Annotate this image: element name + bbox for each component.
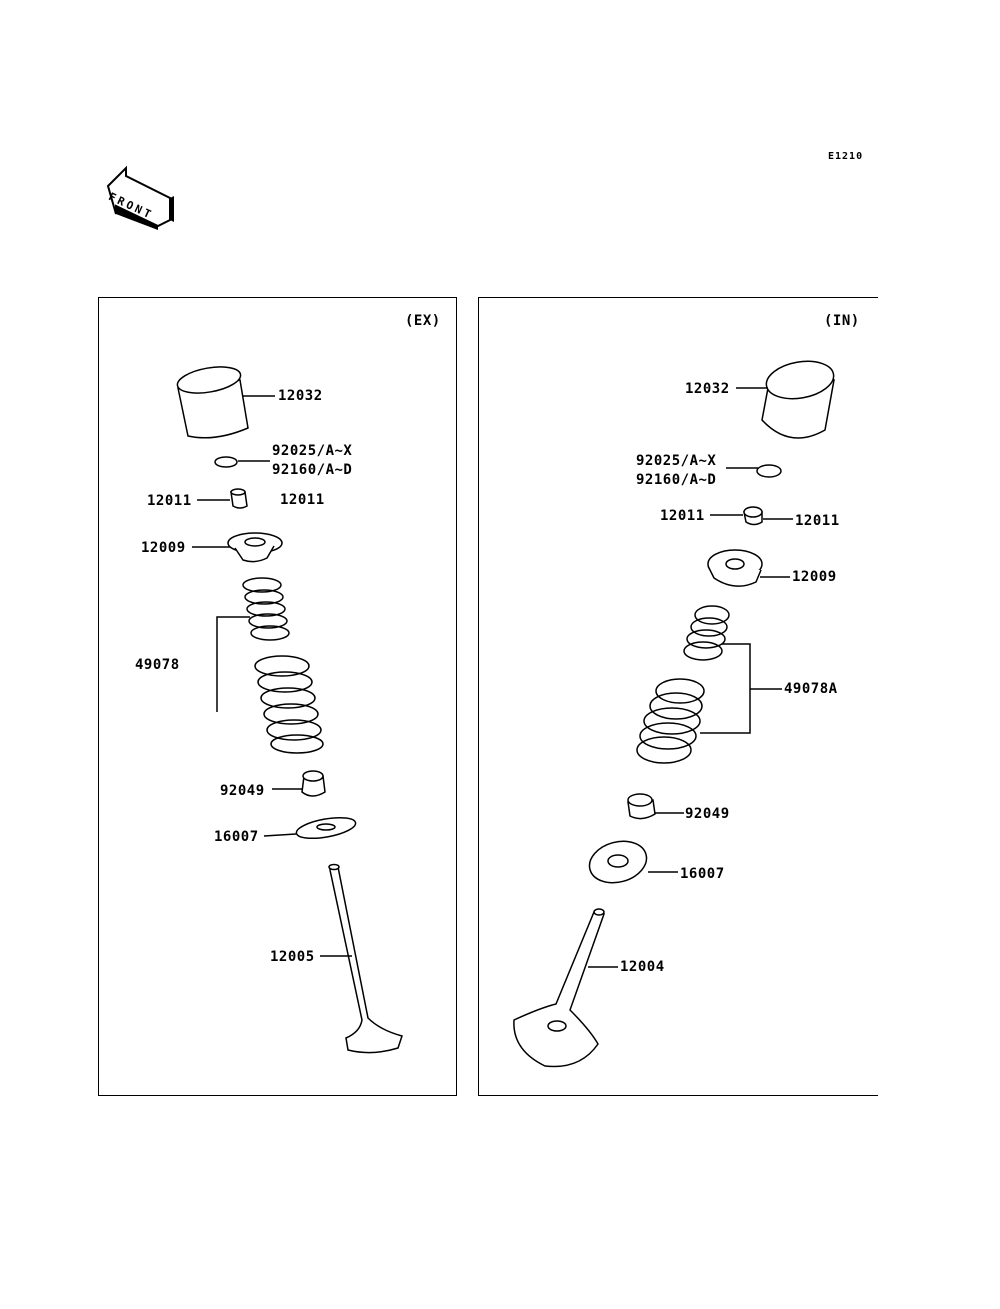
ex-label-tappet: 12032 (278, 388, 323, 404)
in-valve-part (513, 908, 605, 1068)
in-label-tappet: 12032 (685, 381, 730, 397)
ex-panel (98, 297, 457, 1096)
ex-label-keeper-right: 12011 (280, 492, 325, 508)
in-label-shim-2: 92160/A~D (636, 472, 717, 488)
ex-tappet-part (176, 366, 249, 439)
ex-inner-spring-part (242, 577, 290, 641)
ex-retainer-part (227, 532, 283, 563)
ex-label-keeper-left: 12011 (147, 493, 192, 509)
ex-seat-part (295, 816, 357, 840)
ex-outer-spring-part (254, 655, 324, 754)
in-label-seat: 16007 (680, 866, 725, 882)
in-inner-spring-part (683, 605, 730, 661)
in-label-shim-1: 92025/A~X (636, 453, 717, 469)
ex-label-retainer: 12009 (141, 540, 186, 556)
ex-label-seat: 16007 (214, 829, 259, 845)
in-label-keeper-left: 12011 (660, 508, 705, 524)
ex-valve-part (328, 863, 403, 1054)
in-panel-tag: (IN) (824, 313, 860, 329)
in-keeper-part (743, 506, 763, 526)
ex-shim-part (214, 456, 238, 468)
in-outer-spring-part (636, 678, 705, 764)
ex-label-valve: 12005 (270, 949, 315, 965)
in-shim-part (756, 464, 782, 478)
in-label-keeper-right: 12011 (795, 513, 840, 529)
diagram-code: E1210 (828, 151, 864, 162)
ex-label-seal: 92049 (220, 783, 265, 799)
in-retainer-part (707, 549, 763, 587)
in-label-seal: 92049 (685, 806, 730, 822)
ex-keeper-part (230, 488, 248, 509)
in-seal-part (627, 793, 656, 820)
in-label-spring: 49078A (784, 681, 838, 697)
in-label-valve: 12004 (620, 959, 665, 975)
ex-panel-tag: (EX) (405, 313, 441, 329)
ex-label-shim-1: 92025/A~X (272, 443, 353, 459)
in-panel (478, 297, 878, 1096)
ex-label-shim-2: 92160/A~D (272, 462, 353, 478)
in-seat-part (588, 840, 648, 884)
in-label-retainer: 12009 (792, 569, 837, 585)
ex-label-spring: 49078 (135, 657, 180, 673)
in-tappet-part (761, 360, 835, 439)
ex-seal-part (301, 770, 326, 797)
